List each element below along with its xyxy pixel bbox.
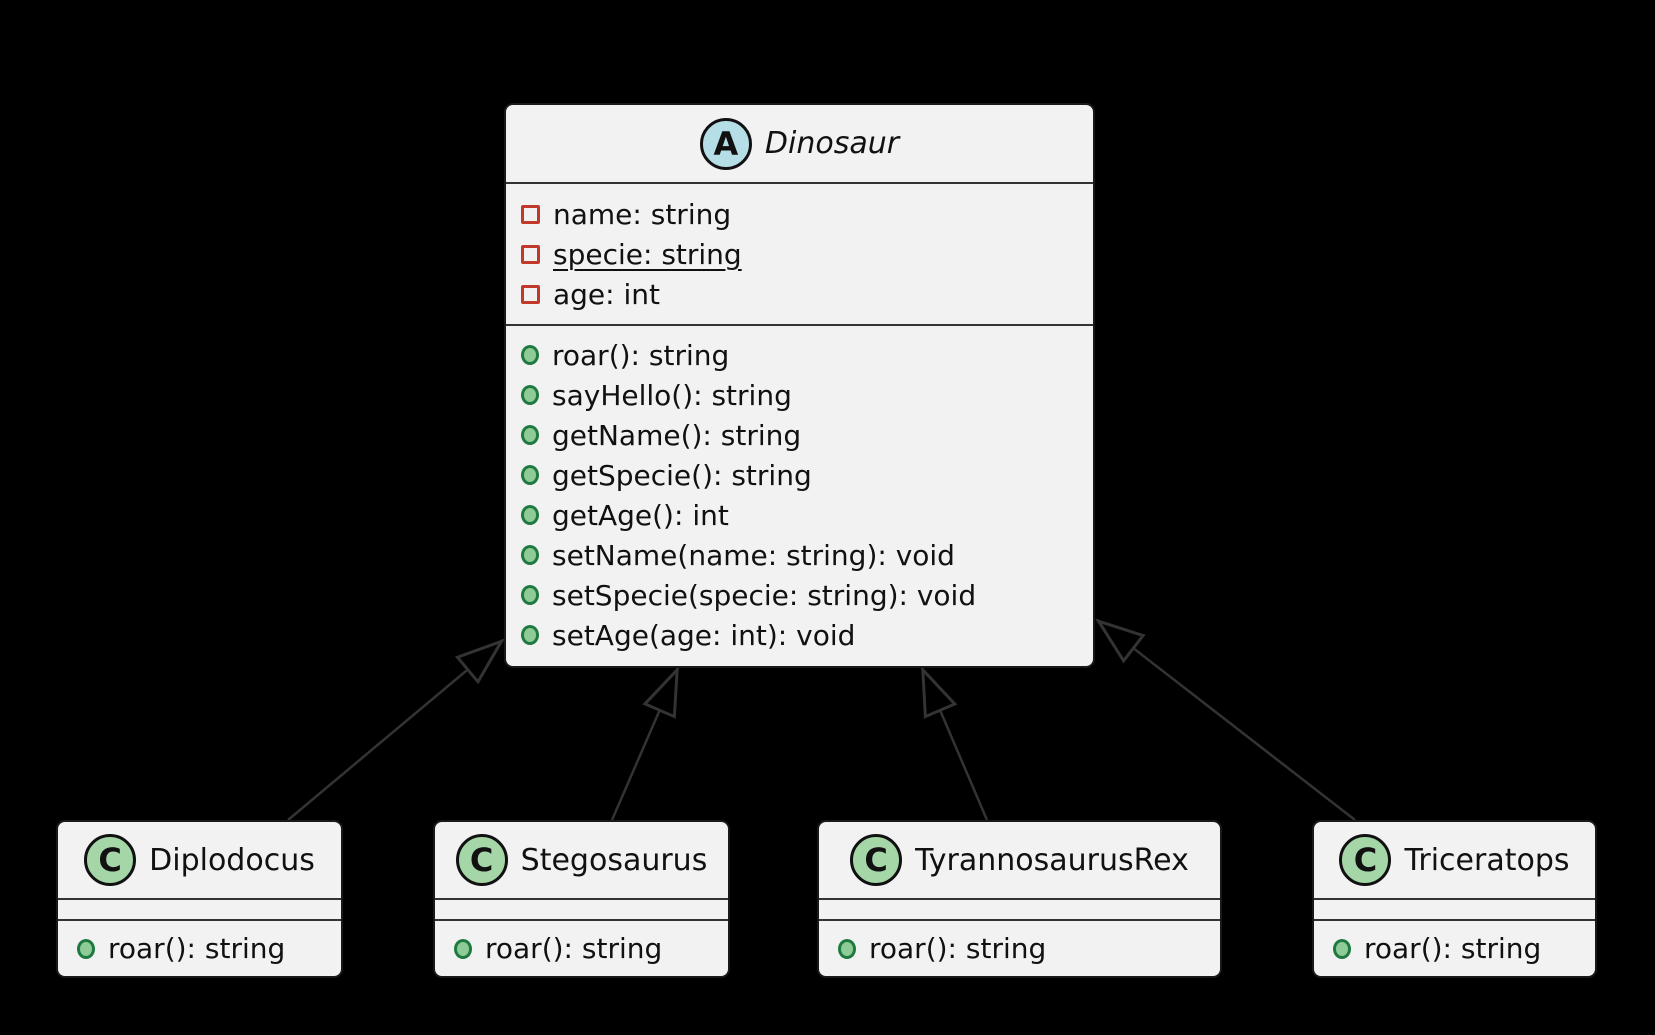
public-method-icon bbox=[1333, 938, 1351, 959]
method-text: getSpecie(): string bbox=[552, 458, 812, 492]
methods-section: roar(): string bbox=[1314, 921, 1595, 976]
class-badge-icon: C bbox=[850, 834, 903, 886]
public-method-icon bbox=[77, 938, 95, 959]
public-method-icon bbox=[521, 625, 539, 645]
method-row: roar(): string bbox=[506, 335, 1093, 375]
private-field-icon bbox=[521, 204, 540, 224]
class-name: Triceratops bbox=[1404, 842, 1570, 878]
method-row: sayHello(): string bbox=[506, 375, 1093, 415]
section-divider bbox=[58, 898, 341, 900]
edge-tyrannosaurusrex-dinosaur bbox=[920, 665, 989, 821]
attribute-text: specie: string bbox=[553, 237, 742, 271]
section-divider bbox=[1314, 919, 1595, 921]
section-divider bbox=[819, 919, 1220, 921]
section-divider bbox=[58, 919, 341, 921]
attribute-row: specie: string bbox=[506, 234, 1093, 274]
class-title-row: C Stegosaurus bbox=[435, 822, 728, 898]
class-box-stegosaurus: C Stegosaurus roar(): string bbox=[433, 820, 730, 978]
method-row: roar(): string bbox=[819, 923, 1220, 975]
edge-triceratops-dinosaur bbox=[1095, 618, 1356, 821]
section-divider bbox=[435, 919, 728, 921]
class-box-dinosaur: A Dinosaur name: string specie: string a… bbox=[504, 103, 1095, 668]
method-row: roar(): string bbox=[1314, 923, 1595, 975]
private-field-icon bbox=[521, 284, 540, 304]
method-row: roar(): string bbox=[58, 923, 341, 975]
attributes-section-empty bbox=[58, 900, 341, 919]
method-text: setSpecie(specie: string): void bbox=[552, 578, 977, 612]
section-divider bbox=[506, 324, 1093, 326]
abstract-badge-icon: A bbox=[699, 117, 752, 170]
section-divider bbox=[819, 898, 1220, 900]
method-text: roar(): string bbox=[108, 932, 286, 965]
class-title-row: C TyrannosaurusRex bbox=[819, 822, 1220, 898]
class-box-tyrannosaurusrex: C TyrannosaurusRex roar(): string bbox=[817, 820, 1222, 978]
attributes-section-empty bbox=[1314, 900, 1595, 919]
class-box-triceratops: C Triceratops roar(): string bbox=[1312, 820, 1597, 978]
methods-section: roar(): string sayHello(): string getNam… bbox=[506, 326, 1093, 666]
methods-section: roar(): string bbox=[819, 921, 1220, 976]
public-method-icon bbox=[521, 545, 539, 565]
attributes-section-empty bbox=[819, 900, 1220, 919]
section-divider bbox=[506, 182, 1093, 184]
class-name: Diplodocus bbox=[149, 842, 315, 878]
attribute-text: age: int bbox=[553, 277, 660, 311]
method-row: setAge(age: int): void bbox=[506, 615, 1093, 655]
attribute-row: age: int bbox=[506, 274, 1093, 314]
attribute-text: name: string bbox=[553, 197, 732, 231]
method-text: sayHello(): string bbox=[552, 378, 792, 412]
method-row: setName(name: string): void bbox=[506, 535, 1093, 575]
class-badge-icon: C bbox=[455, 834, 508, 886]
class-name: Dinosaur bbox=[764, 126, 900, 161]
public-method-icon bbox=[521, 505, 539, 525]
section-divider bbox=[1314, 898, 1595, 900]
class-box-diplodocus: C Diplodocus roar(): string bbox=[56, 820, 343, 978]
method-text: roar(): string bbox=[869, 932, 1047, 965]
methods-section: roar(): string bbox=[435, 921, 728, 976]
public-method-icon bbox=[454, 938, 472, 959]
method-text: setName(name: string): void bbox=[552, 538, 955, 572]
edge-stegosaurus-dinosaur bbox=[610, 665, 680, 821]
method-row: getAge(): int bbox=[506, 495, 1093, 535]
class-badge-icon: C bbox=[1339, 834, 1392, 886]
class-badge-icon: C bbox=[84, 834, 137, 886]
public-method-icon bbox=[521, 385, 539, 405]
methods-section: roar(): string bbox=[58, 921, 341, 976]
method-row: setSpecie(specie: string): void bbox=[506, 575, 1093, 615]
method-text: roar(): string bbox=[1364, 932, 1542, 965]
class-title-row: C Triceratops bbox=[1314, 822, 1595, 898]
attributes-section: name: string specie: string age: int bbox=[506, 184, 1093, 324]
method-text: getName(): string bbox=[552, 418, 802, 452]
method-text: setAge(age: int): void bbox=[552, 618, 856, 652]
class-title-row: A Dinosaur bbox=[506, 105, 1093, 182]
method-row: roar(): string bbox=[435, 923, 728, 975]
method-row: getName(): string bbox=[506, 415, 1093, 455]
attribute-row: name: string bbox=[506, 194, 1093, 234]
section-divider bbox=[435, 898, 728, 900]
class-name: TyrannosaurusRex bbox=[915, 842, 1189, 878]
method-text: getAge(): int bbox=[552, 498, 729, 532]
method-text: roar(): string bbox=[552, 338, 730, 372]
attributes-section-empty bbox=[435, 900, 728, 919]
class-name: Stegosaurus bbox=[520, 842, 708, 878]
public-method-icon bbox=[521, 585, 539, 605]
public-method-icon bbox=[521, 345, 539, 365]
edge-diplodocus-dinosaur bbox=[287, 638, 505, 821]
public-method-icon bbox=[838, 938, 856, 959]
method-row: getSpecie(): string bbox=[506, 455, 1093, 495]
public-method-icon bbox=[521, 465, 539, 485]
private-field-icon bbox=[521, 244, 540, 264]
method-text: roar(): string bbox=[485, 932, 663, 965]
public-method-icon bbox=[521, 425, 539, 445]
class-title-row: C Diplodocus bbox=[58, 822, 341, 898]
